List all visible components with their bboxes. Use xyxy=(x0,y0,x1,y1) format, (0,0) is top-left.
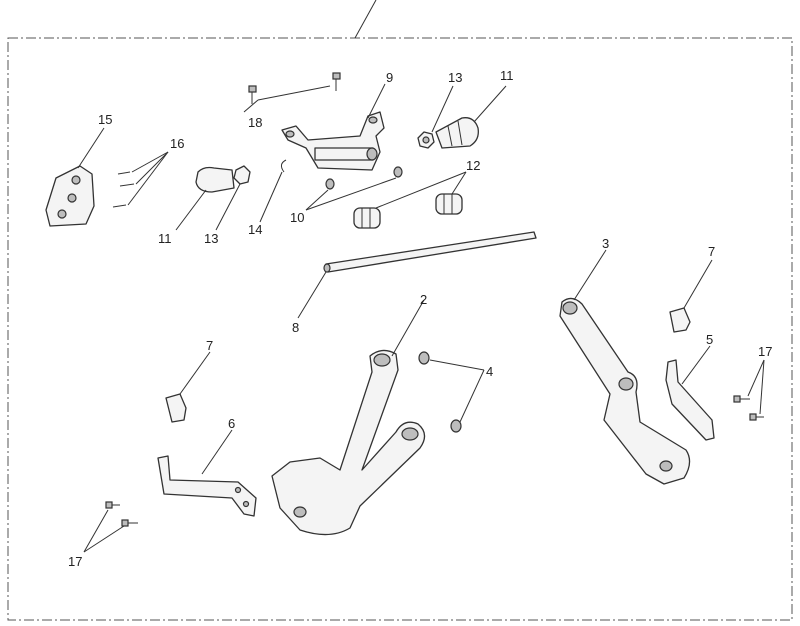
label-13-top: 13 xyxy=(448,70,462,85)
part-11-knob-right xyxy=(435,117,479,149)
part-9-mount-bracket xyxy=(281,111,385,171)
label-8: 8 xyxy=(292,320,299,335)
part-10-washers xyxy=(325,166,403,190)
part-18-bolts xyxy=(248,72,341,104)
part-8-shaft xyxy=(323,231,537,273)
part-17-screws-left xyxy=(105,501,138,527)
part-7-pad-left xyxy=(165,393,187,423)
label-10: 10 xyxy=(290,210,304,225)
label-12: 12 xyxy=(466,158,480,173)
part-3-right-arm xyxy=(559,297,691,485)
label-11-left: 11 xyxy=(158,231,172,246)
label-7-right: 7 xyxy=(708,244,715,259)
part-2-main-bracket xyxy=(271,349,426,536)
part-11-knob-left xyxy=(195,166,235,193)
label-4: 4 xyxy=(486,364,493,379)
label-17-left: 17 xyxy=(68,554,82,569)
label-7-left: 7 xyxy=(206,338,213,353)
label-16: 16 xyxy=(170,136,184,151)
part-17-screws-right xyxy=(733,395,764,421)
part-13-nut-left xyxy=(233,165,251,185)
part-7-pad-right xyxy=(669,307,691,333)
assembly-frame xyxy=(7,37,793,621)
part-15-cover xyxy=(45,165,95,227)
label-17-right: 17 xyxy=(758,344,772,359)
label-9: 9 xyxy=(386,70,393,85)
part-16-screws xyxy=(112,171,135,208)
label-6: 6 xyxy=(228,416,235,431)
part-5-right-plate xyxy=(665,359,715,441)
label-15: 15 xyxy=(98,112,112,127)
part-4-washers xyxy=(418,351,462,433)
label-2: 2 xyxy=(420,292,427,307)
label-14: 14 xyxy=(248,222,262,237)
part-6-left-plate xyxy=(157,455,257,517)
part-14-clip xyxy=(280,159,287,173)
label-5: 5 xyxy=(706,332,713,347)
leader-1 xyxy=(354,0,377,39)
part-13-nut-right xyxy=(417,131,435,149)
label-3: 3 xyxy=(602,236,609,251)
label-13-left: 13 xyxy=(204,231,218,246)
label-11-top: 11 xyxy=(500,68,514,83)
part-12-bushings xyxy=(353,193,463,229)
label-18: 18 xyxy=(248,115,262,130)
